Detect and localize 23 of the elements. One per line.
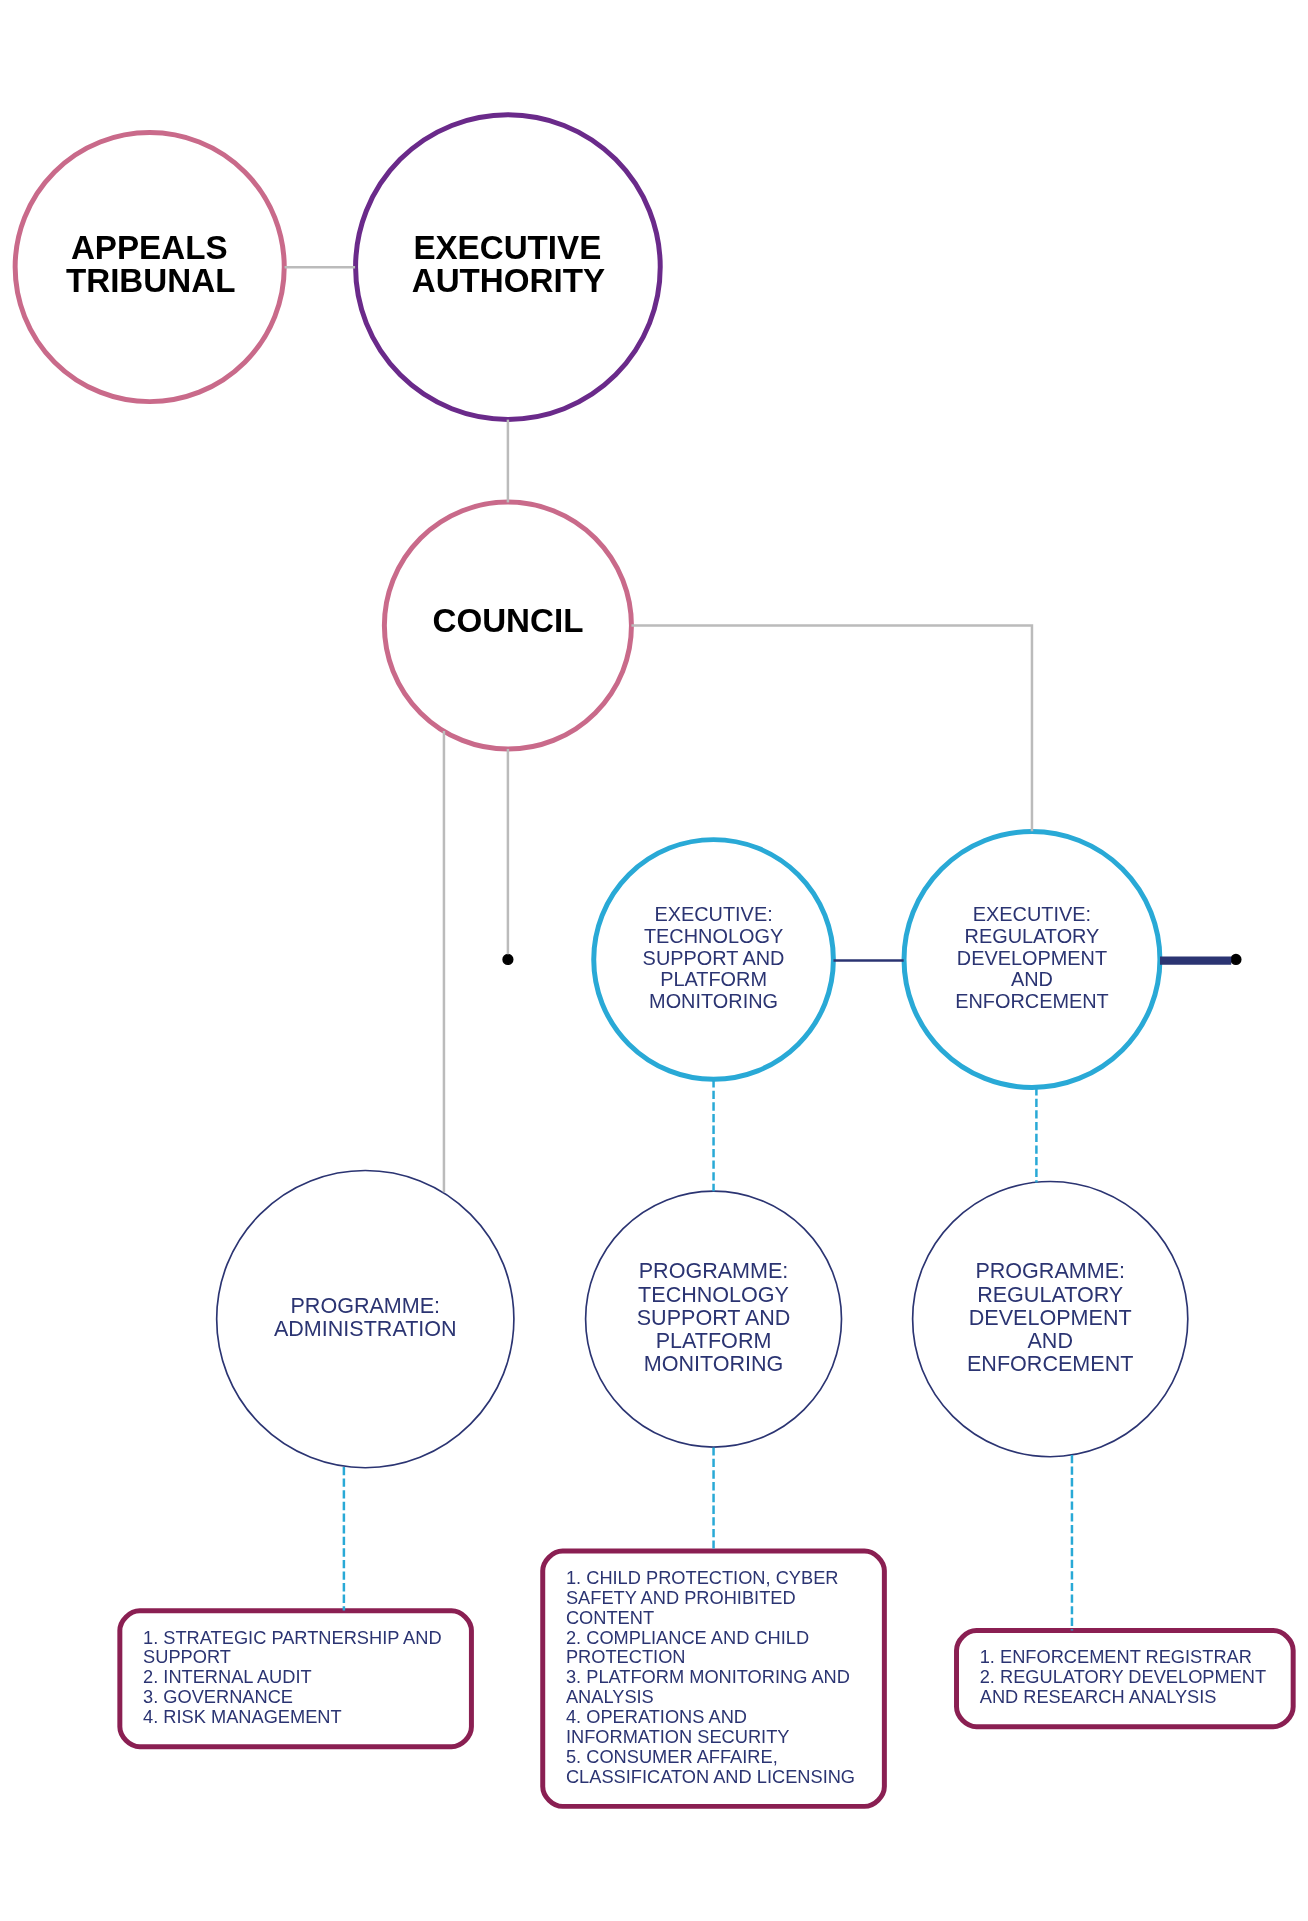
connector [284,266,356,269]
node-circle: APPEALS TRIBUNAL [12,130,287,405]
node-circle: COUNCIL [381,499,634,752]
connector [712,1079,715,1192]
connector [631,624,1034,832]
node-circle: EXECUTIVE AUTHORITY [353,112,663,422]
connector [833,959,904,962]
node-circle: PROGRAMME: REGULATORY DEVELOPMENT AND ENFORCEMENT [911,1180,1189,1458]
node-circle: EXECUTIVE: TECHNOLOGY SUPPORT AND PLATFORM MONITORING [591,837,836,1082]
connector [1160,956,1232,965]
connector [712,1447,715,1551]
node-box: 1. ENFORCEMENT REGISTRAR 2. REGULATORY DEVELOPMENT AND RESEARCH ANALYSIS [954,1628,1296,1730]
connector [1070,1455,1074,1631]
node-box: 1. STRATEGIC PARTNERSHIP AND SUPPORT 2. INTERNAL AUDIT 3. GOVERNANCE 4. RISK MANAGEMENT [117,1608,474,1750]
connector [506,748,510,955]
node-circle: PROGRAMME: ADMINISTRATION [215,1169,515,1469]
node-circle: EXECUTIVE: REGULATORY DEVELOPMENT AND ENFORCEMENT [901,829,1163,1090]
connector [442,730,446,1193]
connector [1035,1087,1038,1183]
node-circle: PROGRAMME: TECHNOLOGY SUPPORT AND PLATFORM MONITORING [584,1190,843,1448]
connector [342,1466,346,1611]
node-box: 1. CHILD PROTECTION, CYBER SAFETY AND PROHIBITED CONTENT 2. COMPLIANCE AND CHILD PROTECTION 3. PLATFORM MONITORING AND ANALYSIS 4. OPERATIONS AND INFORMATION SECURITY 5. CONSUMER AFFAIRE, CLASSIFICATON AND LICENSING [540,1548,887,1809]
connector [506,419,510,503]
